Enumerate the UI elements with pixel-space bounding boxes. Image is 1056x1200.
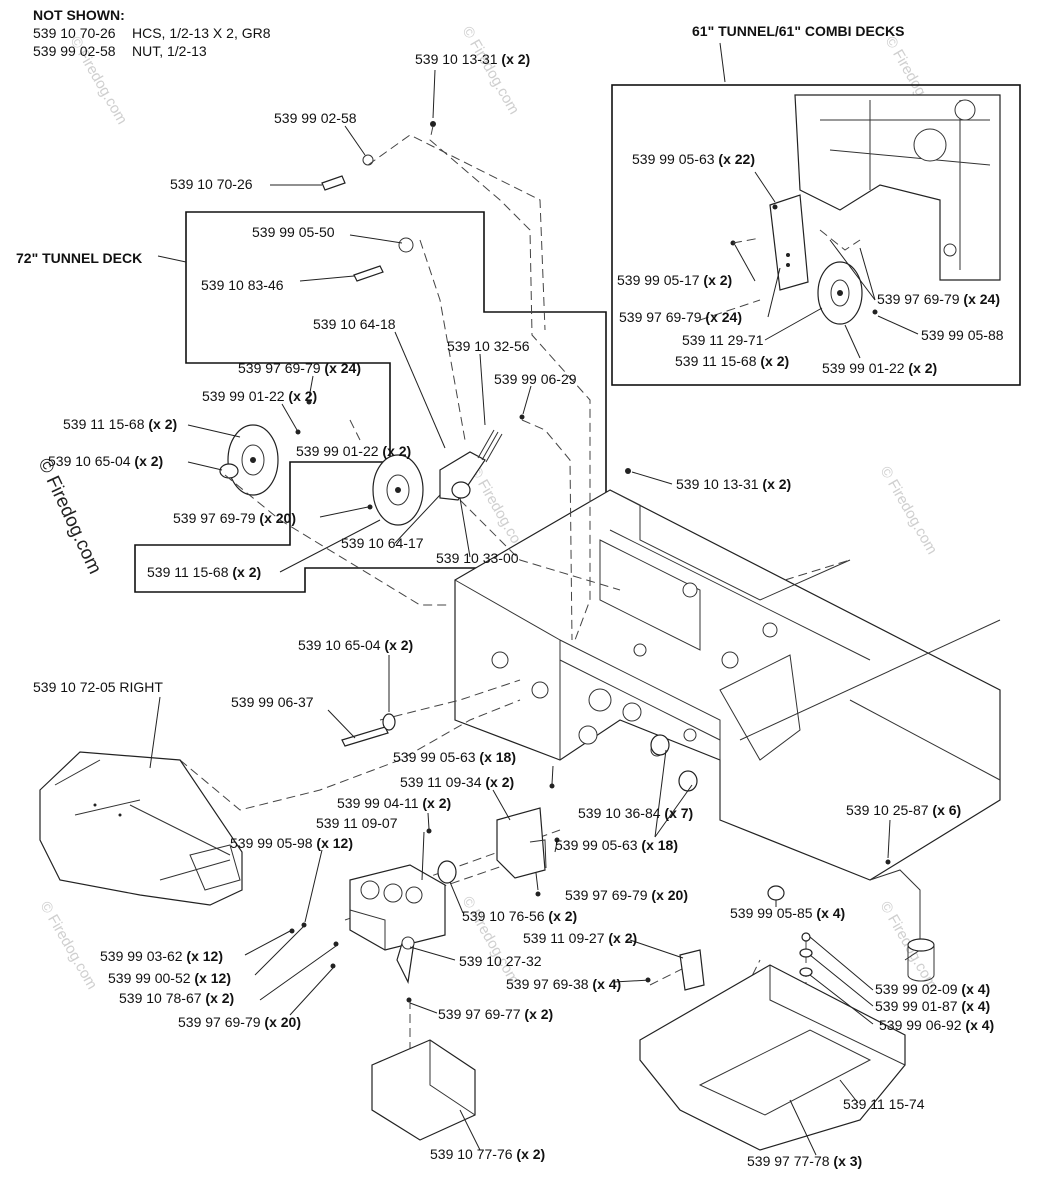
- upper-idler-assembly: [219, 121, 631, 526]
- part-callout: 539 97 69-79 (x 20): [178, 1014, 301, 1030]
- part-callout: 539 10 76-56 (x 2): [462, 908, 577, 924]
- part-callout: 539 97 77-78 (x 3): [747, 1153, 862, 1169]
- part-callout: 539 10 25-87 (x 6): [846, 802, 961, 818]
- part-callout: 539 10 27-32: [459, 953, 542, 969]
- part-callout: 539 10 83-46: [201, 277, 284, 293]
- part-callout: 539 97 69-79 (x 24): [877, 291, 1000, 307]
- part-callout: 539 10 72-05 RIGHT: [33, 679, 163, 695]
- part-callout: 539 99 01-87 (x 4): [875, 998, 990, 1014]
- tunnel-deck-title: 72" TUNNEL DECK: [16, 250, 142, 266]
- part-callout: 539 11 15-68 (x 2): [675, 353, 789, 369]
- part-callout: 539 99 05-98 (x 12): [230, 835, 353, 851]
- part-callout: 539 99 05-63 (x 18): [393, 749, 516, 765]
- part-callout: 539 99 00-52 (x 12): [108, 970, 231, 986]
- center-brackets: [289, 734, 891, 1141]
- part-callout: 539 10 65-04 (x 2): [298, 637, 413, 653]
- part-callout: 539 99 01-22 (x 2): [296, 443, 411, 459]
- part-callout: 539 10 77-76 (x 2): [430, 1146, 545, 1162]
- part-callout: 539 10 64-18: [313, 316, 396, 332]
- not-shown-part: 539 10 70-26: [33, 25, 116, 41]
- part-callout: 539 99 05-17 (x 2): [617, 272, 732, 288]
- part-callout: 539 11 09-07: [316, 815, 398, 831]
- leader-line: [157, 255, 187, 263]
- part-callout: 539 99 04-11 (x 2): [337, 795, 451, 811]
- part-callout: 539 99 01-22 (x 2): [822, 360, 937, 376]
- watermark-prominent: © Firedog.com: [33, 455, 105, 577]
- part-callout: 539 10 70-26: [170, 176, 253, 192]
- part-callout: 539 99 05-85 (x 4): [730, 905, 845, 921]
- part-callout: 539 97 69-79 (x 24): [619, 309, 742, 325]
- part-callout: 539 99 02-09 (x 4): [875, 981, 990, 997]
- not-shown-desc: HCS, 1/2-13 X 2, GR8: [132, 25, 271, 41]
- right-fender: [39, 751, 243, 906]
- combi-deck-assembly: [730, 94, 1001, 325]
- part-callout: 539 11 15-68 (x 2): [147, 564, 261, 580]
- part-callout: 539 99 05-63 (x 18): [555, 837, 678, 853]
- part-callout: 539 99 06-29: [494, 371, 577, 387]
- part-callout: 539 10 33-00: [436, 550, 519, 566]
- part-callout: 539 97 69-77 (x 2): [438, 1006, 553, 1022]
- part-callout: 539 11 15-74: [843, 1096, 925, 1112]
- tunnel-deck-boundary: [134, 211, 607, 593]
- part-callout: 539 10 32-56: [447, 338, 530, 354]
- not-shown-part: 539 99 02-58: [33, 43, 116, 59]
- not-shown-block: NOT SHOWN: 539 10 70-26 HCS, 1/2-13 X 2,…: [33, 7, 271, 59]
- part-callout: 539 10 13-31 (x 2): [415, 51, 530, 67]
- part-callout: 539 99 01-22 (x 2): [202, 388, 317, 404]
- part-callout: 539 99 06-92 (x 4): [879, 1017, 994, 1033]
- part-callout: 539 10 78-67 (x 2): [119, 990, 234, 1006]
- part-callout: 539 97 69-79 (x 24): [238, 360, 361, 376]
- watermark: © Firedog.com: [459, 24, 523, 118]
- part-callout: 539 10 36-84 (x 7): [578, 805, 693, 821]
- part-callout: 539 11 29-71: [682, 332, 764, 348]
- part-callout: 539 99 02-58: [274, 110, 357, 126]
- watermark: © Firedog.com: [37, 899, 101, 993]
- part-callout: 539 10 64-17: [341, 535, 424, 551]
- combi-deck-title: 61" TUNNEL/61" COMBI DECKS: [692, 23, 904, 39]
- part-callout: 539 99 05-63 (x 22): [632, 151, 755, 167]
- part-callout: 539 10 65-04 (x 2): [48, 453, 163, 469]
- part-callout: 539 97 69-79 (x 20): [173, 510, 296, 526]
- leader-lines: [149, 69, 919, 1156]
- not-shown-title: NOT SHOWN:: [33, 7, 125, 23]
- part-callout: 539 99 05-50: [252, 224, 335, 240]
- leader-line: [719, 42, 726, 83]
- not-shown-desc: NUT, 1/2-13: [132, 43, 207, 59]
- floor-pan: [639, 964, 906, 1151]
- part-callout: 539 11 15-68 (x 2): [63, 416, 177, 432]
- part-callout: 539 11 09-27 (x 2): [523, 930, 637, 946]
- watermark: © Firedog.com: [877, 464, 941, 558]
- part-callout: 539 97 69-38 (x 4): [506, 976, 621, 992]
- part-callout: 539 97 69-79 (x 20): [565, 887, 688, 903]
- bolt-washer-midleft: [341, 713, 396, 747]
- combi-deck-inset-frame: [611, 84, 1021, 386]
- part-callout: 539 99 06-37: [231, 694, 314, 710]
- part-callout: 539 99 03-62 (x 12): [100, 948, 223, 964]
- part-callout: 539 99 05-88: [921, 327, 1004, 343]
- callout-labels: 539 10 13-31 (x 2) 539 99 02-58 539 10 7…: [33, 51, 1004, 1169]
- part-callout: 539 10 13-31 (x 2): [676, 476, 791, 492]
- part-callout: 539 11 09-34 (x 2): [400, 774, 514, 790]
